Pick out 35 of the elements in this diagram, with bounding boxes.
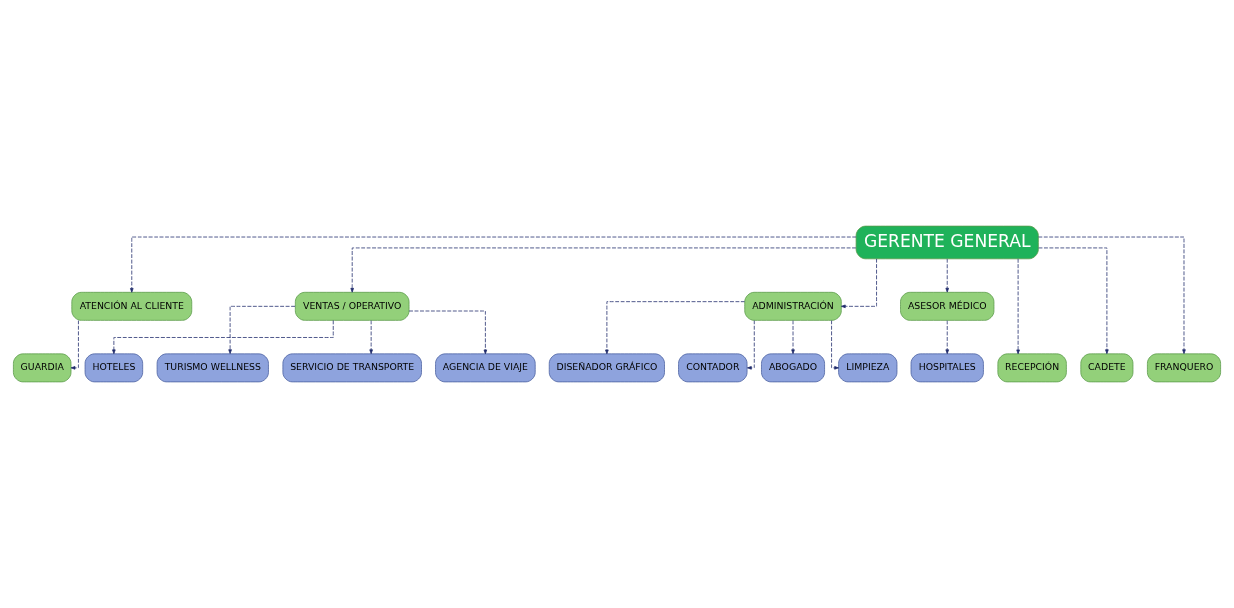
node-box: CADETE (1080, 353, 1134, 383)
arrow (945, 320, 949, 355)
arrow (228, 305, 296, 354)
node-box: VENTAS / OPERATIVO (294, 291, 410, 321)
node-box: SERVICIO DE TRANSPORTE (282, 353, 422, 383)
node-box: HOTELES (84, 353, 144, 383)
node-box: GERENTE GENERAL (855, 225, 1039, 260)
node-box: ABOGADO (761, 353, 825, 383)
arrow (112, 320, 334, 355)
node-box: CONTADOR (678, 353, 748, 383)
arrow (70, 320, 79, 370)
node-box: ASESOR MÉDICO (900, 291, 995, 321)
arrow (1038, 236, 1186, 354)
arrow (408, 310, 488, 355)
node-box: FRANQUERO (1147, 353, 1221, 383)
arrow (747, 320, 755, 370)
node-box: ADMINISTRACIÓN (744, 291, 842, 321)
arrow (605, 301, 745, 355)
node-box: ATENCIÓN AL CLIENTE (71, 291, 193, 321)
node-box: AGENCIA DE VIAJE (435, 353, 536, 383)
arrow (350, 247, 857, 293)
arrow (369, 320, 373, 355)
arrow (1016, 258, 1020, 355)
node-box: RECEPCIÓN (997, 353, 1067, 383)
arrow (791, 320, 795, 355)
node-box: GUARDIA (13, 353, 72, 383)
arrow (130, 236, 857, 293)
arrow (841, 258, 877, 309)
node-box: TURISMO WELLNESS (156, 353, 269, 383)
arrow (831, 320, 839, 370)
node-box: LIMPIEZA (838, 353, 898, 383)
arrow (1038, 247, 1109, 355)
node-box: HOSPITALES (910, 353, 984, 383)
node-box: DISEÑADOR GRÁFICO (548, 353, 665, 383)
arrow (945, 258, 949, 293)
